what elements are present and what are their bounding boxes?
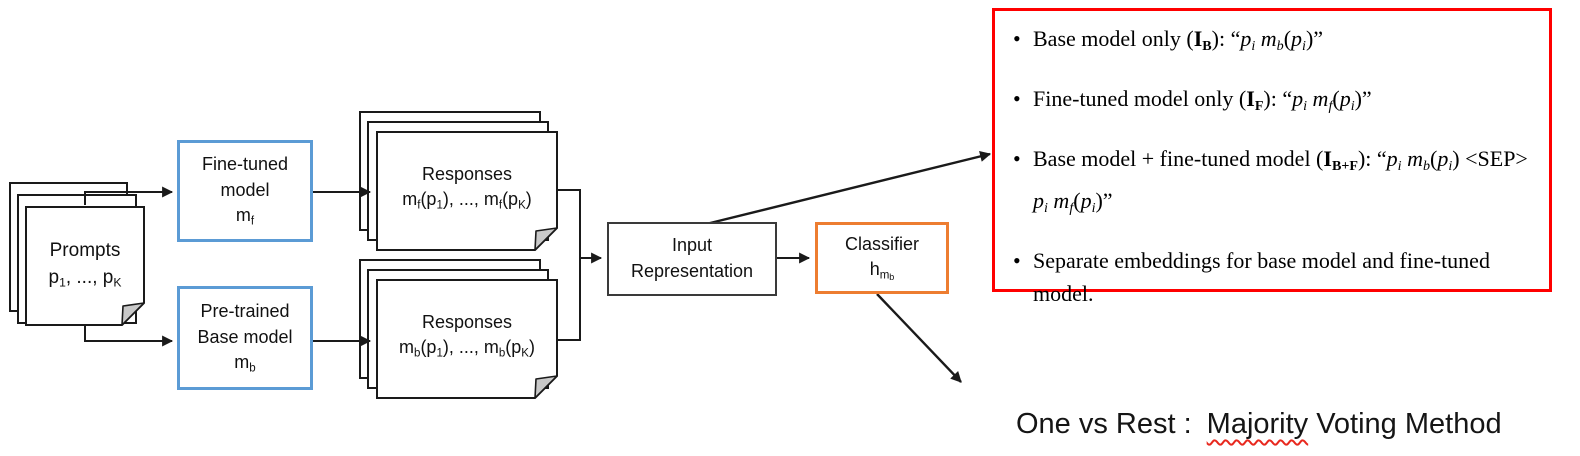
finetuned-model-line1: Fine-tuned xyxy=(201,154,289,175)
prompts-subtitle: p1, ..., pK xyxy=(48,267,122,290)
caption-misspelled-word: Majority xyxy=(1206,408,1309,440)
folded-corner-icon xyxy=(534,375,558,399)
responses-base-title: Responses xyxy=(421,311,513,332)
caption-prefix: One vs Rest : xyxy=(1016,408,1192,440)
callout-bullet-separate-embeddings: Separate embeddings for base model and f… xyxy=(1009,244,1533,310)
prompts-node: Prompts p1, ..., pK xyxy=(26,207,144,323)
prompts-title: Prompts xyxy=(49,240,121,262)
pretrained-model-line2: Base model xyxy=(197,326,293,347)
classifier-symbol: hmb xyxy=(869,259,895,283)
arrow-prompts-to-finetuned xyxy=(84,186,174,205)
folded-corner-icon xyxy=(534,227,558,251)
callout-bullet-finetuned-only: Fine-tuned model only (IF): “pi mf(pi)” xyxy=(1009,82,1533,123)
responses-finetuned-title: Responses xyxy=(421,163,513,184)
callout-bullet-base-only: Base model only (IB): “pi mb(pi)” xyxy=(1009,22,1533,63)
responses-base-stack xyxy=(359,259,558,399)
responses-finetuned-stack xyxy=(359,111,558,251)
callout-bullet-list: Base model only (IB): “pi mb(pi)” Fine-t… xyxy=(1009,22,1533,310)
callout-bullet-base-plus-finetuned: Base model + fine-tuned model (IB+F): “p… xyxy=(1009,142,1533,224)
caption-suffix: Voting Method xyxy=(1316,408,1502,440)
responses-base-node: Responses mb(p1), ..., mb(pK) xyxy=(377,280,557,392)
input-representation-callout: Base model only (IB): “pi mb(pi)” Fine-t… xyxy=(992,8,1552,306)
pretrained-model-line1: Pre-trained xyxy=(200,301,290,322)
responses-finetuned-detail: mf(p1), ..., mf(pK) xyxy=(402,189,532,212)
arrow-to-footer xyxy=(876,293,962,383)
classifier-box: Classifier hmb xyxy=(815,222,949,294)
finetuned-model-line2: model xyxy=(220,179,270,200)
classifier-line1: Classifier xyxy=(844,233,919,254)
input-representation-box: Input Representation xyxy=(607,222,777,296)
connectors xyxy=(84,151,992,383)
merge-line xyxy=(557,189,581,341)
responses-base-detail: mb(p1), ..., mb(pK) xyxy=(399,337,535,360)
input-representation-line2: Representation xyxy=(630,261,754,281)
prompts-stack xyxy=(9,182,145,326)
finetuned-model-symbol: mf xyxy=(235,205,255,228)
arrow-to-callout xyxy=(693,151,992,229)
pretrained-model-box: Pre-trained Base model mb xyxy=(177,286,313,390)
finetuned-model-box: Fine-tuned model mf xyxy=(177,140,313,242)
arrow-prompts-to-pretrained xyxy=(84,325,174,347)
input-representation-line1: Input xyxy=(671,235,713,256)
pretrained-model-symbol: mb xyxy=(234,352,256,375)
folded-corner-icon xyxy=(121,302,145,326)
responses-finetuned-node: Responses mf(p1), ..., mf(pK) xyxy=(377,132,557,244)
